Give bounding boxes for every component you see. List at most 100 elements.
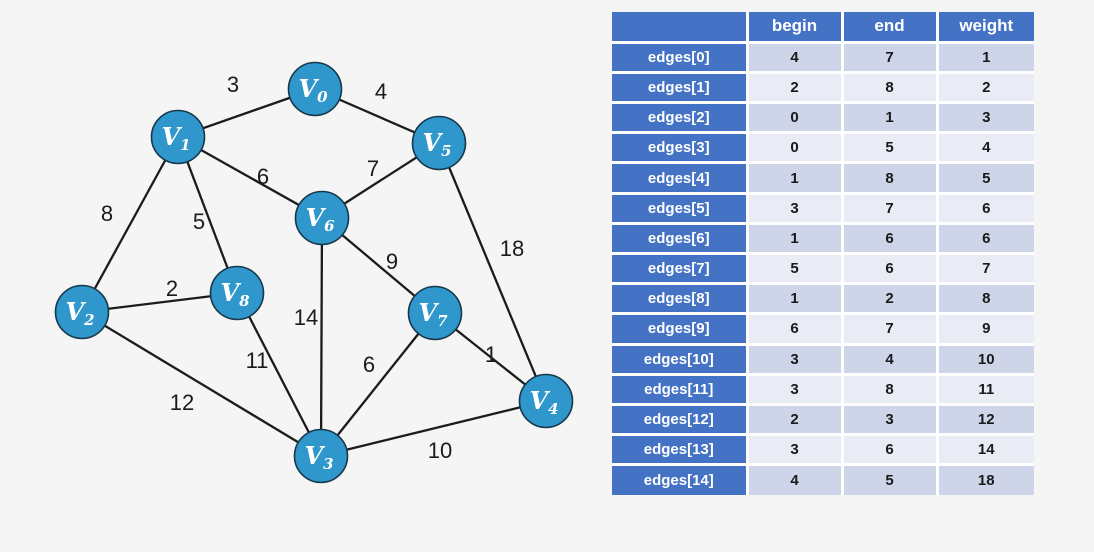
- node-v8: [209, 265, 265, 321]
- row-label: edges[9]: [610, 312, 749, 346]
- header-cell-blank: [610, 10, 749, 44]
- row-label: edges[10]: [610, 342, 749, 376]
- row-label: edges[1]: [610, 70, 749, 105]
- edge-weight-label-v2-v3: 12: [170, 390, 194, 415]
- header-cell-end: end: [840, 10, 939, 44]
- edge-weight-label-v1-v8: 5: [193, 209, 205, 234]
- cell-weight: 14: [935, 433, 1036, 467]
- cell-begin: 1: [745, 282, 844, 316]
- cell-weight: 7: [935, 251, 1036, 286]
- header-cell-begin: begin: [745, 10, 844, 44]
- edge-weight-label-v0-v5: 4: [375, 79, 387, 104]
- cell-weight: 6: [935, 221, 1036, 256]
- edge-v2-v3: [81, 311, 322, 457]
- row-label: edges[11]: [610, 372, 749, 406]
- edge-v1-v6: [177, 135, 323, 220]
- edge-weight-label-v6-v5: 7: [367, 156, 379, 181]
- edge-weight-label-v2-v8: 2: [166, 276, 178, 301]
- cell-end: 6: [840, 433, 939, 467]
- edge-weight-label-v6-v3: 14: [294, 305, 318, 330]
- row-label: edges[8]: [610, 282, 749, 316]
- cell-begin: 3: [745, 342, 844, 376]
- cell-weight: 11: [935, 372, 1036, 406]
- edge-table-header: begin end weight: [610, 10, 1036, 44]
- node-v6: [294, 190, 350, 246]
- cell-end: 7: [840, 40, 939, 74]
- edge-v5-v4: [437, 142, 548, 402]
- node-v1: [150, 109, 206, 165]
- edge-weight-label-v6-v7: 9: [386, 249, 398, 274]
- node-label-v0: V0: [298, 74, 328, 106]
- row-label: edges[14]: [610, 463, 749, 497]
- cell-weight: 9: [935, 312, 1036, 346]
- cell-end: 3: [840, 402, 939, 437]
- cell-end: 6: [840, 221, 939, 256]
- row-label: edges[7]: [610, 251, 749, 286]
- cell-end: 7: [840, 312, 939, 346]
- cell-end: 2: [840, 282, 939, 316]
- row-label: edges[0]: [610, 40, 749, 74]
- cell-begin: 3: [745, 191, 844, 225]
- cell-end: 5: [840, 463, 939, 497]
- cell-weight: 8: [935, 282, 1036, 316]
- row-label: edges[6]: [610, 221, 749, 256]
- node-v3: [293, 428, 349, 484]
- node-label-v7: V7: [418, 298, 448, 330]
- node-label-v2: V2: [65, 297, 94, 329]
- cell-weight: 6: [935, 191, 1036, 225]
- header-cell-weight: weight: [935, 10, 1036, 44]
- cell-begin: 3: [745, 433, 844, 467]
- row-label: edges[4]: [610, 161, 749, 195]
- edge-weight-label-v7-v3: 6: [363, 352, 375, 377]
- edge-weight-label-v1-v6: 6: [257, 164, 269, 189]
- cell-begin: 0: [745, 131, 844, 165]
- bottom-strip: [0, 552, 1094, 558]
- node-label-v8: V8: [220, 278, 250, 310]
- cell-begin: 1: [745, 161, 844, 195]
- node-v2: [54, 284, 110, 340]
- row-label: edges[5]: [610, 191, 749, 225]
- cell-begin: 6: [745, 312, 844, 346]
- edge-v3-v4: [320, 399, 547, 458]
- edge-weight-label-v3-v4: 10: [428, 438, 452, 463]
- edge-v1-v8: [176, 136, 239, 294]
- edge-v6-v3: [319, 217, 324, 457]
- cell-weight: 2: [935, 70, 1036, 105]
- edge-weight-label-v7-v4: 1: [485, 342, 497, 367]
- cell-end: 8: [840, 70, 939, 105]
- edge-v8-v3: [235, 292, 323, 457]
- cell-begin: 2: [745, 70, 844, 105]
- node-label-v5: V5: [422, 128, 451, 160]
- cell-weight: 1: [935, 40, 1036, 74]
- cell-end: 7: [840, 191, 939, 225]
- edge-v7-v3: [320, 312, 436, 457]
- edge-weight-label-v1-v2: 8: [101, 201, 113, 226]
- cell-end: 1: [840, 101, 939, 135]
- cell-weight: 12: [935, 402, 1036, 437]
- node-v7: [407, 285, 463, 341]
- edge-weight-label-v5-v4: 18: [500, 236, 524, 261]
- edge-v1-v2: [80, 136, 180, 313]
- cell-begin: 3: [745, 372, 844, 406]
- cell-weight: 10: [935, 342, 1036, 376]
- cell-begin: 0: [745, 101, 844, 135]
- node-label-v6: V6: [305, 203, 335, 235]
- node-v4: [518, 373, 574, 429]
- cell-begin: 5: [745, 251, 844, 286]
- node-label-v3: V3: [304, 441, 333, 473]
- node-v5: [411, 115, 467, 171]
- cell-end: 8: [840, 372, 939, 406]
- cell-weight: 5: [935, 161, 1036, 195]
- cell-end: 8: [840, 161, 939, 195]
